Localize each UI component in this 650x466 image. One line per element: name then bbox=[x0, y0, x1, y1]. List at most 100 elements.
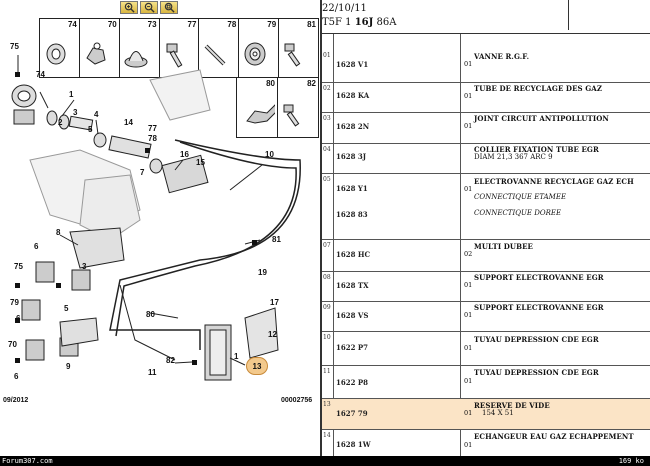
callout[interactable]: 80 bbox=[146, 310, 155, 319]
callout[interactable]: 10 bbox=[265, 150, 274, 159]
grommet-icon bbox=[46, 43, 66, 65]
row-ref: 1628 83 bbox=[336, 210, 368, 219]
callout[interactable]: 6 bbox=[34, 242, 39, 251]
table-row[interactable]: 01 1628 V1 VANNE R.G.F. 01 bbox=[322, 50, 650, 83]
callout[interactable]: 16 bbox=[180, 150, 189, 159]
parts-list[interactable]: 22/10/11 T5F 1 16J 86A 01 1628 V1 VANNE … bbox=[322, 0, 650, 456]
part-thumb[interactable]: 77 bbox=[160, 19, 200, 77]
file-size: 169 ko bbox=[618, 457, 644, 465]
table-row[interactable]: 11 1622 P8 TUYAU DEPRESSION CDE EGR 01 bbox=[322, 366, 650, 399]
row-index: 03 bbox=[323, 115, 331, 122]
callout[interactable]: 77 bbox=[148, 124, 157, 133]
callout[interactable]: 78 bbox=[148, 134, 157, 143]
header-model: T5F 1 16J 86A bbox=[322, 17, 397, 28]
table-row[interactable]: 05 1628 Y1 ELECTROVANNE RECYCLAGE GAZ EC… bbox=[322, 174, 650, 204]
table-row[interactable]: 14 1628 1W ECHANGEUR EAU GAZ ECHAPPEMENT… bbox=[322, 430, 650, 456]
header-model-suffix: 86A bbox=[376, 17, 397, 28]
row-desc: VANNE R.G.F. bbox=[474, 52, 530, 61]
column-divider bbox=[333, 34, 334, 456]
row-qty: 01 bbox=[464, 409, 473, 417]
callout[interactable]: 3 bbox=[82, 262, 87, 271]
list-header: 22/10/11 T5F 1 16J 86A bbox=[322, 0, 650, 34]
row-qty: 02 bbox=[464, 250, 473, 258]
callout[interactable]: 82 bbox=[166, 356, 175, 365]
part-thumb[interactable]: 70 bbox=[80, 19, 120, 77]
table-row[interactable]: 04 1628 3J COLLIER FIXATION TUBE EGR DIA… bbox=[322, 144, 650, 174]
part-thumb[interactable]: 82 bbox=[278, 78, 318, 137]
row-ref: 1627 79 bbox=[336, 409, 368, 418]
row-desc: TUYAU DEPRESSION CDE EGR bbox=[474, 368, 599, 377]
row-ref: 1628 Y1 bbox=[336, 184, 368, 193]
part-thumb[interactable]: 79 bbox=[239, 19, 280, 77]
row-ref: 1628 VS bbox=[336, 311, 369, 320]
callout[interactable]: 19 bbox=[258, 268, 267, 277]
callout[interactable]: 74 bbox=[36, 70, 45, 79]
row-qty: 01 bbox=[464, 185, 473, 193]
part-thumb[interactable]: 80 bbox=[237, 78, 278, 137]
row-ref: 1628 2N bbox=[336, 122, 370, 131]
callout[interactable]: 5 bbox=[64, 304, 69, 313]
zoom-out-button[interactable] bbox=[140, 1, 158, 14]
callout[interactable]: 81 bbox=[272, 235, 281, 244]
callout[interactable]: 4 bbox=[94, 110, 99, 119]
callout[interactable]: 6 bbox=[14, 372, 19, 381]
zoom-fit-icon bbox=[164, 2, 175, 13]
callout[interactable]: 70 bbox=[8, 340, 17, 349]
diagram-code: 00002756 bbox=[281, 397, 313, 404]
row-index: 08 bbox=[323, 274, 331, 281]
table-row-selected[interactable]: 13 1627 79 RESERVE DE VIDE 01 154 X 51 bbox=[322, 399, 650, 430]
zoom-reset-button[interactable] bbox=[160, 1, 178, 14]
callout[interactable]: 14 bbox=[124, 118, 133, 127]
callout[interactable]: 2 bbox=[58, 118, 63, 127]
table-row[interactable]: 02 1628 KA TUBE DE RECYCLAGE DES GAZ 01 bbox=[322, 83, 650, 113]
exploded-diagram[interactable]: 74 70 73 77 78 79 81 80 82 bbox=[0, 0, 322, 456]
table-row[interactable]: 08 1628 TX SUPPORT ELECTROVANNE EGR 01 bbox=[322, 272, 650, 302]
callout[interactable]: 75 bbox=[10, 42, 19, 51]
callout[interactable]: 12 bbox=[268, 330, 277, 339]
callout[interactable]: 17 bbox=[270, 298, 279, 307]
part-thumb-number: 77 bbox=[187, 20, 197, 29]
callout[interactable]: 7 bbox=[140, 168, 145, 177]
row-desc: SUPPORT ELECTROVANNE EGR bbox=[474, 273, 604, 282]
callout[interactable]: 79 bbox=[10, 298, 19, 307]
row-index: 01 bbox=[323, 52, 331, 59]
part-thumb-number: 70 bbox=[107, 20, 117, 29]
callout[interactable]: 75 bbox=[14, 262, 23, 271]
callout[interactable]: 1 bbox=[69, 90, 74, 99]
status-bar: Forum307.com 169 ko bbox=[0, 456, 650, 466]
part-thumb[interactable]: 78 bbox=[199, 19, 240, 77]
row-index: 04 bbox=[323, 146, 331, 153]
table-row[interactable]: 10 1622 P7 TUYAU DEPRESSION CDE EGR 01 bbox=[322, 332, 650, 366]
row-qty: 01 bbox=[464, 122, 473, 130]
table-row[interactable]: 07 1628 HC MULTI DUBEE 02 bbox=[322, 240, 650, 272]
row-sub: 154 X 51 bbox=[482, 409, 514, 417]
row-index: 02 bbox=[323, 85, 331, 92]
callout[interactable]: 9 bbox=[66, 362, 71, 371]
part-thumb-number: 82 bbox=[307, 79, 316, 88]
callout[interactable]: 8 bbox=[56, 228, 61, 237]
zoom-in-button[interactable] bbox=[120, 1, 138, 14]
part-thumb[interactable]: 81 bbox=[279, 19, 318, 77]
callout[interactable]: 5 bbox=[88, 125, 93, 134]
table-row[interactable]: 1628 83 CONNECTIQUE DOREE bbox=[322, 204, 650, 240]
row-index: 11 bbox=[323, 368, 331, 375]
header-divider bbox=[568, 0, 569, 30]
callout[interactable]: 15 bbox=[196, 158, 205, 167]
part-thumb[interactable]: 74 bbox=[40, 19, 80, 77]
row-ref: 1628 HC bbox=[336, 250, 371, 259]
selected-callout[interactable]: 13 bbox=[246, 357, 268, 375]
callout[interactable]: 1 bbox=[234, 352, 239, 361]
part-thumb-number: 80 bbox=[266, 79, 275, 88]
diagram-date: 09/2012 bbox=[3, 397, 29, 404]
callout[interactable]: 3 bbox=[73, 108, 78, 117]
row-ref: 1628 3J bbox=[336, 152, 367, 161]
zoom-in-icon bbox=[124, 2, 135, 13]
table-row[interactable]: 09 1628 VS SUPPORT ELECTROVANNE EGR 01 bbox=[322, 302, 650, 332]
part-thumb[interactable]: 73 bbox=[120, 19, 160, 77]
row-qty: 01 bbox=[464, 281, 473, 289]
parts-thumbnail-strip-2: 80 82 bbox=[236, 78, 319, 138]
table-row[interactable]: 03 1628 2N JOINT CIRCUIT ANTIPOLLUTION 0… bbox=[322, 113, 650, 144]
callout[interactable]: 11 bbox=[148, 368, 157, 377]
callout[interactable]: 6 bbox=[16, 314, 21, 323]
row-index: 05 bbox=[323, 176, 331, 183]
